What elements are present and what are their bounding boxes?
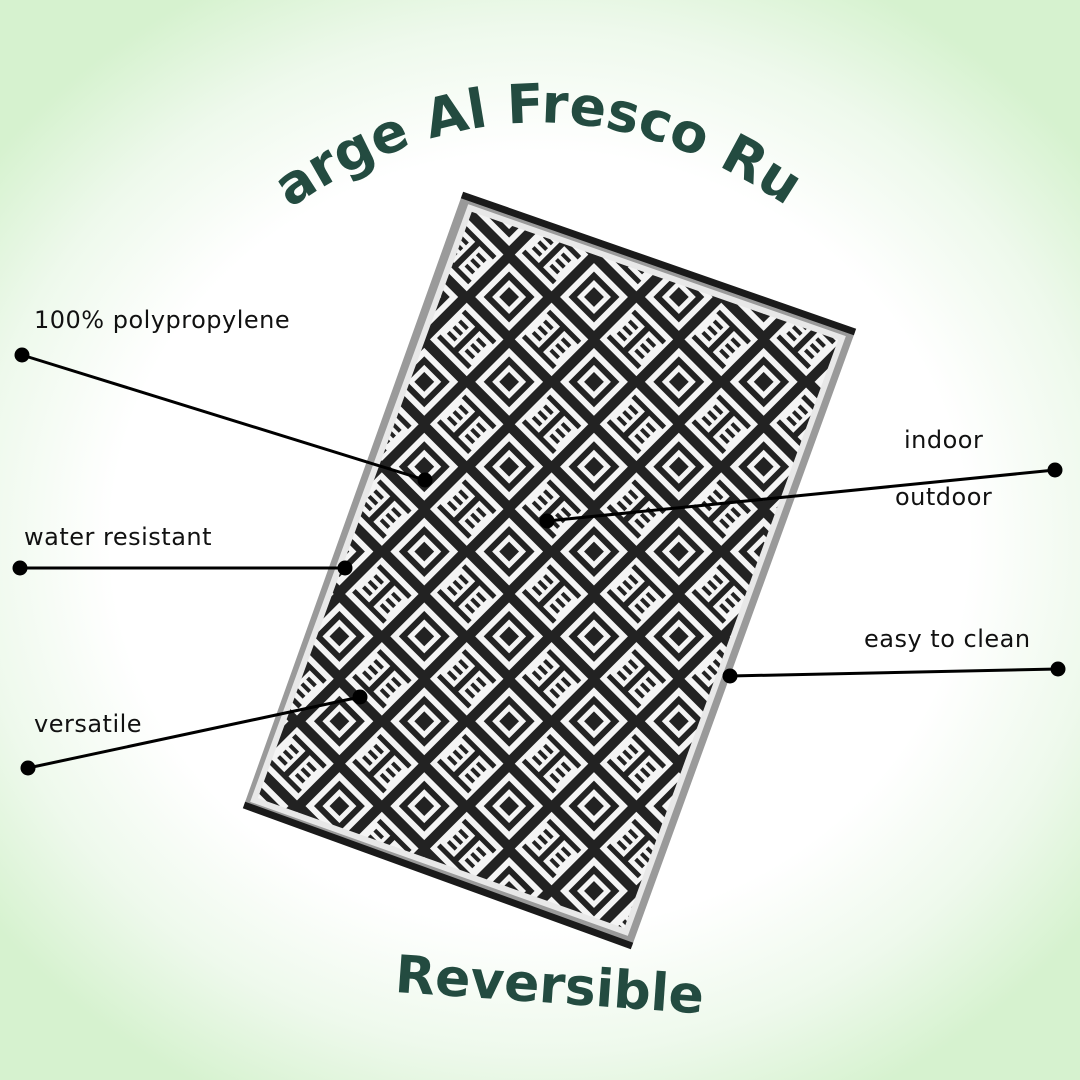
label-easy-to-clean: easy to clean bbox=[864, 625, 1031, 653]
rug-top-binding bbox=[460, 191, 857, 336]
callout-dot bbox=[20, 760, 36, 776]
callout-material bbox=[14, 347, 433, 488]
callout-dot bbox=[337, 560, 353, 576]
callout-dot bbox=[352, 689, 368, 705]
callout-indoor-outdoor bbox=[539, 462, 1063, 529]
label-versatile: versatile bbox=[34, 710, 143, 738]
label-outdoor: outdoor bbox=[895, 483, 993, 511]
rug-image bbox=[242, 191, 857, 950]
callout-dot bbox=[14, 347, 30, 363]
callout-dot bbox=[1047, 462, 1063, 478]
callout-dot bbox=[722, 668, 738, 684]
callout-versatile bbox=[20, 689, 368, 776]
product-title: Large Al Fresco Rug bbox=[0, 0, 814, 219]
svg-text:Large Al Fresco Rug: Large Al Fresco Rug bbox=[0, 0, 814, 219]
callout-dot bbox=[417, 472, 433, 488]
callout-dot bbox=[539, 513, 555, 529]
label-material: 100% polypropylene bbox=[34, 306, 291, 334]
label-indoor: indoor bbox=[904, 426, 984, 454]
rug-inner-border bbox=[250, 204, 846, 936]
callout-water bbox=[12, 560, 353, 576]
product-title-text: Large Al Fresco Rug bbox=[0, 0, 814, 219]
callout-dot bbox=[1050, 661, 1066, 677]
rug-bottom-binding bbox=[242, 801, 634, 950]
label-water-resistant: water resistant bbox=[24, 523, 213, 551]
rug-pattern-field bbox=[254, 208, 842, 932]
callout-dot bbox=[12, 560, 28, 576]
callout-clean bbox=[722, 661, 1066, 684]
